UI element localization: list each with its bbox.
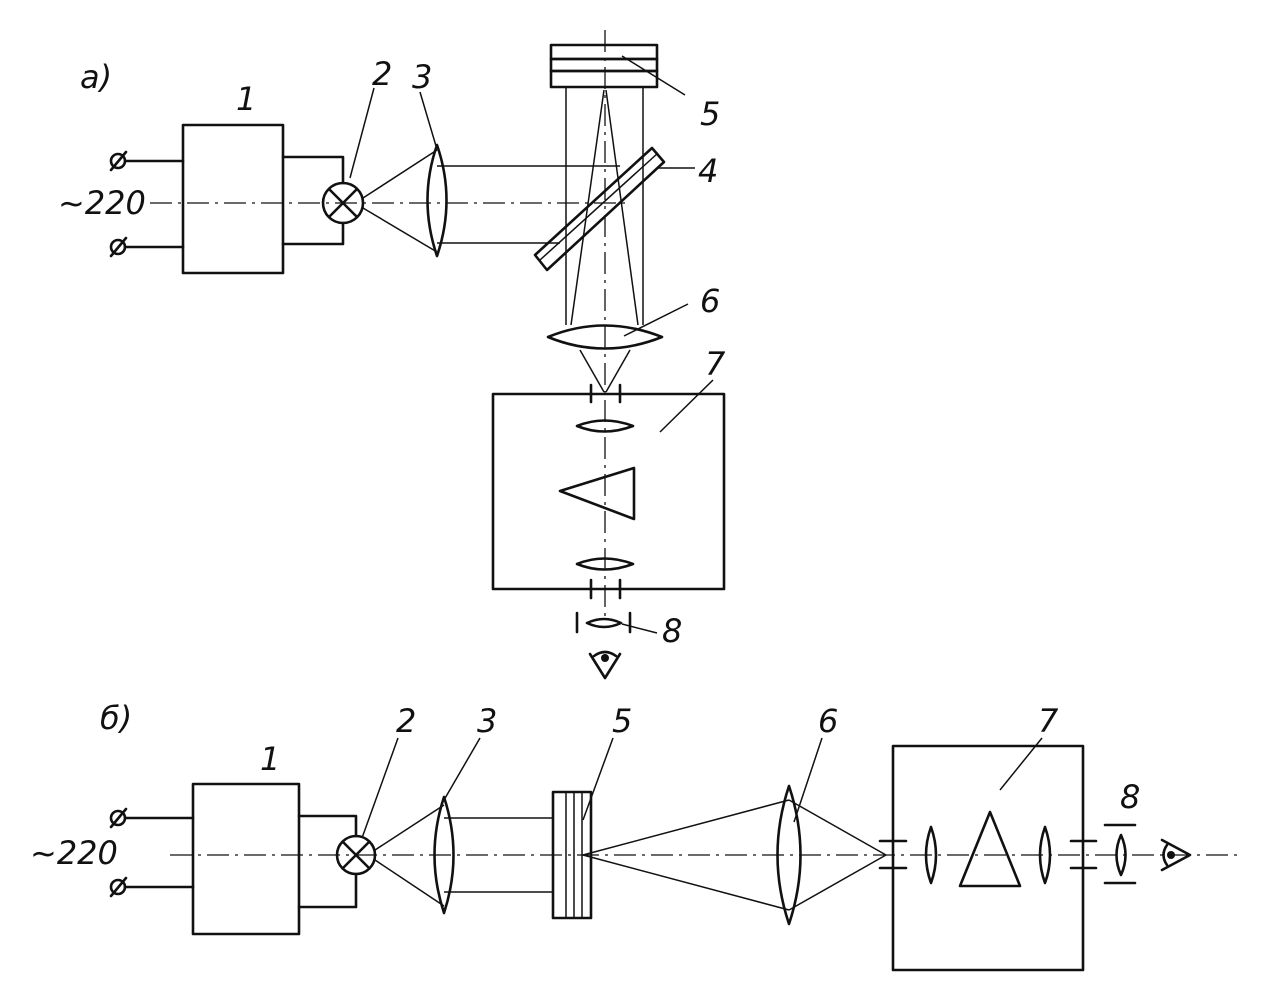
eyepiece-a xyxy=(575,611,632,634)
eyepiece-b xyxy=(1103,823,1137,885)
prism-b xyxy=(958,810,1022,888)
voltage-label-b: ~220 xyxy=(30,834,118,872)
label-7-b: 7 xyxy=(1038,702,1059,740)
camera-lens-a xyxy=(575,557,635,571)
label-7-a: 7 xyxy=(705,345,726,383)
eye-b xyxy=(1160,838,1192,872)
lamp-wire-top-b xyxy=(297,814,358,838)
diagram-b: б) ~220 xyxy=(30,699,1240,972)
diagram-a: а) ~220 xyxy=(58,30,726,680)
label-1-a: 1 xyxy=(236,80,256,118)
power-supply-block-b xyxy=(191,782,301,936)
label-6-a: 6 xyxy=(700,282,720,320)
label-3-a: 3 xyxy=(412,58,432,96)
power-terminals-a xyxy=(109,150,185,258)
label-5-b: 5 xyxy=(612,702,632,740)
label-2-a: 2 xyxy=(372,55,392,93)
condenser-lens-a xyxy=(426,143,448,258)
spectroscope-block-b xyxy=(891,744,1085,972)
lamp-b xyxy=(335,834,377,876)
lamp-a xyxy=(321,181,365,225)
panel-label-b: б) xyxy=(100,699,132,737)
eye-a xyxy=(588,650,622,680)
camera-lens-b xyxy=(1038,825,1052,885)
lamp-wire-top-a xyxy=(281,155,345,185)
beam-splitter-a xyxy=(533,146,666,272)
prism-a xyxy=(558,466,636,521)
label-1-b: 1 xyxy=(260,740,280,778)
voltage-label-a: ~220 xyxy=(58,184,146,222)
collimator-lens-a xyxy=(575,419,635,433)
power-terminals-b xyxy=(109,807,195,898)
label-6-b: 6 xyxy=(818,702,838,740)
label-3-b: 3 xyxy=(477,702,497,740)
label-8-a: 8 xyxy=(662,612,682,650)
lamp-wire-bottom-b xyxy=(297,872,358,909)
collimator-lens-b xyxy=(924,825,938,885)
condenser-lens-b xyxy=(433,795,455,915)
panel-label-a: а) xyxy=(80,58,112,96)
spectroscope-block-a xyxy=(491,392,726,591)
label-8-b: 8 xyxy=(1120,778,1140,816)
label-2-b: 2 xyxy=(396,702,416,740)
specimen-b xyxy=(551,790,593,920)
label-4-a: 4 xyxy=(698,152,718,190)
lamp-wire-bottom-a xyxy=(281,221,345,246)
objective-lens-b xyxy=(776,784,802,926)
objective-lens-a xyxy=(546,324,664,350)
label-5-a: 5 xyxy=(700,95,720,133)
power-supply-block-a xyxy=(181,123,285,275)
specimen-a xyxy=(549,43,659,89)
